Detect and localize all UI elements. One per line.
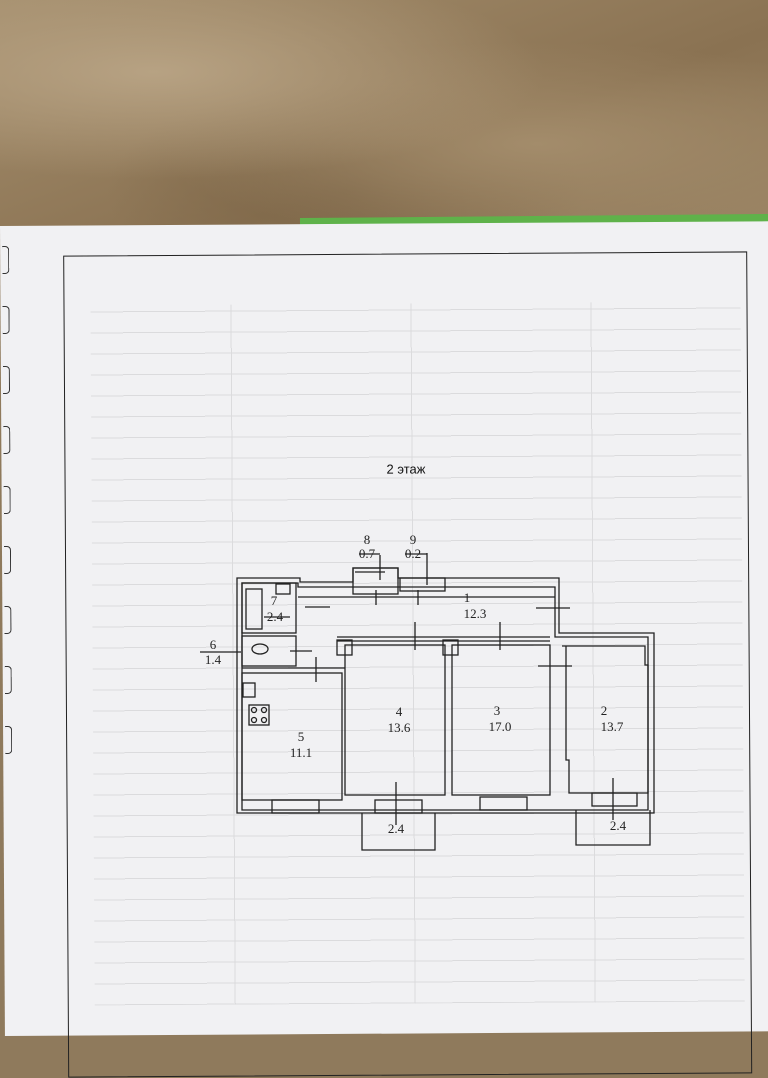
storage-9 xyxy=(399,577,446,592)
room-8-area: 0.7 xyxy=(359,546,376,561)
balcony-right xyxy=(575,810,651,846)
room-5-area: 11.1 xyxy=(290,745,312,760)
room-3-number: 3 xyxy=(494,703,501,718)
window xyxy=(271,799,320,814)
room-6-number: 6 xyxy=(210,637,217,652)
bathtub-icon xyxy=(245,588,263,630)
room-7-area: 2.4 xyxy=(267,609,284,624)
room-8-number: 8 xyxy=(364,532,371,547)
pillar xyxy=(442,639,459,656)
room-2-number: 2 xyxy=(601,703,608,718)
stove-icon xyxy=(248,704,270,726)
room-4-number: 4 xyxy=(396,704,403,719)
inner-wall-outline xyxy=(241,582,649,811)
room-3 xyxy=(451,644,551,796)
toilet-6 xyxy=(241,635,297,667)
room-5-number: 5 xyxy=(298,729,305,744)
window xyxy=(591,792,638,807)
floor-plan: 8 0.7 9 0.2 1 12.3 7 2.4 6 1.4 5 11.1 4 … xyxy=(200,532,655,851)
marble-surface-background xyxy=(0,0,768,240)
room-7-number: 7 xyxy=(271,593,278,608)
balcony-right-area: 2.4 xyxy=(610,818,627,833)
room-2-area: 13.7 xyxy=(601,719,624,734)
room-1-area: 12.3 xyxy=(464,606,487,621)
room-9-area: 0.2 xyxy=(405,546,421,561)
balcony-left-area: 2.4 xyxy=(388,821,405,836)
room-5 xyxy=(241,672,343,801)
bathroom-7 xyxy=(241,582,297,634)
toilet-icon xyxy=(251,643,269,655)
pillar xyxy=(336,639,353,656)
room-9-number: 9 xyxy=(410,532,417,547)
room-4 xyxy=(344,644,446,796)
room-6-area: 1.4 xyxy=(205,652,222,667)
sink-icon xyxy=(275,583,291,595)
balcony-left xyxy=(361,813,436,851)
room-2 xyxy=(562,645,649,794)
window xyxy=(374,799,423,814)
room-3-area: 17.0 xyxy=(489,719,512,734)
window xyxy=(479,796,528,811)
room-4-area: 13.6 xyxy=(388,720,411,735)
room-1-number: 1 xyxy=(464,590,471,605)
fridge-icon xyxy=(242,682,256,698)
